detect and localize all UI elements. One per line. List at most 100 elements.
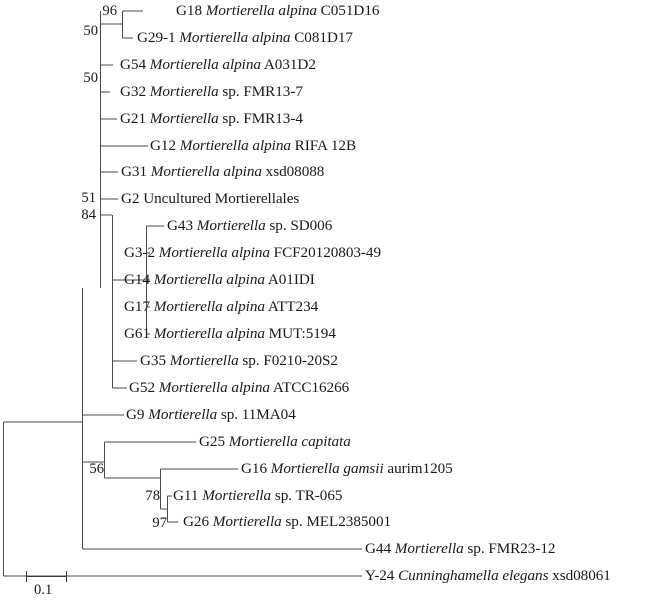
taxon-binomial: Mortierella [391,540,464,557]
taxon-strain: F0210-20S2 [259,352,338,369]
taxon-label-g18: G18 Mortierella alpina C051D16 [176,3,379,18]
bootstrap-support-value: 56 [89,461,104,477]
taxon-code: G54 [120,56,147,73]
taxon-binomial: Mortierella capitata [225,433,351,450]
bootstrap-support-value: 96 [102,3,117,19]
taxon-label-g16: G16 Mortierella gamsii aurim1205 [241,461,453,476]
taxon-code: G29-1 [137,29,176,46]
taxon-binomial: Mortierella [198,487,272,504]
taxon-description: Uncultured Mortierellales [139,190,300,207]
taxon-strain: C081D17 [290,29,353,46]
taxon-binomial: Mortierella gamsii [267,460,384,477]
taxon-label-g9: G9 Mortierella sp. 11MA04 [126,407,296,422]
taxon-code: G61 [124,325,151,342]
taxon-sp-marker: sp. [217,406,239,423]
taxon-strain: SD006 [286,217,333,234]
taxon-strain: 11MA04 [238,406,296,423]
taxon-binomial: Mortierella alpina [150,271,265,288]
taxon-code: G18 [176,2,203,19]
bootstrap-support-value: 51 [81,190,96,206]
taxon-sp-marker: sp. [218,110,240,127]
taxon-strain: TR-065 [292,487,343,504]
taxon-code: G31 [121,163,148,180]
bootstrap-support-value: 78 [145,488,160,504]
taxon-label-g3-2: G3-2 Mortierella alpina FCF20120803-49 [124,245,381,260]
taxon-binomial: Mortierella [146,83,219,100]
taxon-binomial: Mortierella alpina [147,163,262,180]
taxon-label-g12: G12 Mortierella alpina RIFA 12B [150,138,356,153]
taxon-code: Y-24 [365,567,395,584]
taxon-code: G17 [124,298,151,315]
taxon-sp-marker: sp. [281,513,303,530]
taxon-strain: FMR13-4 [239,110,303,127]
taxon-code: G44 [365,540,392,557]
taxon-sp-marker: sp. [271,487,293,504]
taxon-label-g21: G21 Mortierella sp. FMR13-4 [120,111,303,126]
taxon-code: G9 [126,406,145,423]
taxon-label-g61: G61 Mortierella alpina MUT:5194 [124,326,336,341]
taxon-code: G43 [167,217,194,234]
taxon-binomial: Mortierella alpina [155,244,270,261]
taxon-strain: A01IDI [264,271,315,288]
taxon-strain: C051D16 [316,2,380,19]
taxon-sp-marker: sp. [238,352,260,369]
taxon-binomial: Mortierella alpina [175,29,291,46]
taxon-label-y-24: Y-24 Cunninghamella elegans xsd08061 [365,568,611,583]
taxon-label-g17: G17 Mortierella alpina ATT234 [124,299,318,314]
taxon-strain: MUT:5194 [264,325,336,342]
taxon-binomial: Mortierella [166,352,239,369]
bootstrap-support-value: 50 [83,70,98,86]
taxon-strain: xsd08061 [548,567,611,584]
taxon-label-g43: G43 Mortierella sp. SD006 [167,218,332,233]
taxon-label-g26: G26 Mortierella sp. MEL2385001 [183,514,391,529]
taxon-strain: A031D2 [260,56,316,73]
taxon-binomial: Mortierella [146,110,219,127]
taxon-sp-marker: sp. [218,83,240,100]
taxon-code: G26 [183,513,210,530]
bootstrap-support-value: 50 [83,23,98,39]
taxon-label-g54: G54 Mortierella alpina A031D2 [120,57,316,72]
taxon-binomial: Mortierella alpina [150,325,265,342]
taxon-label-g29-1: G29-1 Mortierella alpina C081D17 [137,30,353,45]
taxon-strain: FMR13-7 [239,83,303,100]
taxon-code: G11 [173,487,199,504]
taxon-strain: xsd08088 [261,163,325,180]
taxon-strain: ATT234 [264,298,319,315]
taxon-code: G25 [199,433,226,450]
taxon-binomial: Mortierella [209,513,282,530]
taxon-binomial: Mortierella alpina [176,137,291,154]
bootstrap-support-value: 97 [152,515,167,531]
taxon-code: G21 [120,110,147,127]
bootstrap-support-value: 84 [81,207,96,223]
taxon-binomial: Mortierella [193,217,266,234]
taxon-label-g2: G2 Uncultured Mortierellales [121,191,299,206]
taxon-label-g35: G35 Mortierella sp. F0210-20S2 [140,353,338,368]
scale-bar-ruler [25,571,68,582]
scale-bar-label: 0.1 [34,582,53,598]
taxon-code: G35 [140,352,167,369]
taxon-sp-marker: sp. [265,217,287,234]
taxon-binomial: Mortierella alpina [155,379,270,396]
taxon-label-g32: G32 Mortierella sp. FMR13-7 [120,84,303,99]
taxon-strain: RIFA 12B [290,137,357,154]
taxon-code: G2 [121,190,140,207]
taxon-binomial: Mortierella [144,406,218,423]
taxon-label-g25: G25 Mortierella capitata [199,434,351,449]
taxon-code: G14 [124,271,151,288]
taxon-binomial: Mortierella alpina [150,298,265,315]
taxon-binomial: Mortierella alpina [202,2,317,19]
taxon-strain: MEL2385001 [302,513,392,530]
taxon-label-g52: G52 Mortierella alpina ATCC16266 [129,380,349,395]
taxon-code: G52 [129,379,156,396]
taxon-binomial: Mortierella alpina [146,56,261,73]
taxon-strain: FMR23-12 [484,540,556,557]
taxon-sp-marker: sp. [463,540,485,557]
taxon-code: G12 [150,137,177,154]
taxon-code: G16 [241,460,268,477]
taxon-binomial: Cunninghamella elegans [394,567,549,584]
taxon-strain: FCF20120803-49 [269,244,382,261]
taxon-code: G32 [120,83,147,100]
taxon-strain: aurim1205 [383,460,453,477]
